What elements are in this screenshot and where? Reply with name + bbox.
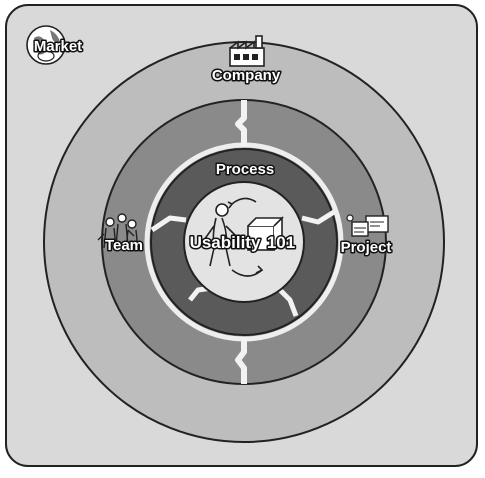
market-label: Market	[34, 38, 82, 55]
center-label-usability: Usability	[190, 233, 261, 252]
center-label-101: 101	[267, 233, 295, 252]
company-label: Company	[212, 67, 281, 84]
project-label: Project	[341, 239, 392, 256]
team-label: Team	[105, 237, 143, 254]
process-label: Process	[216, 161, 274, 178]
